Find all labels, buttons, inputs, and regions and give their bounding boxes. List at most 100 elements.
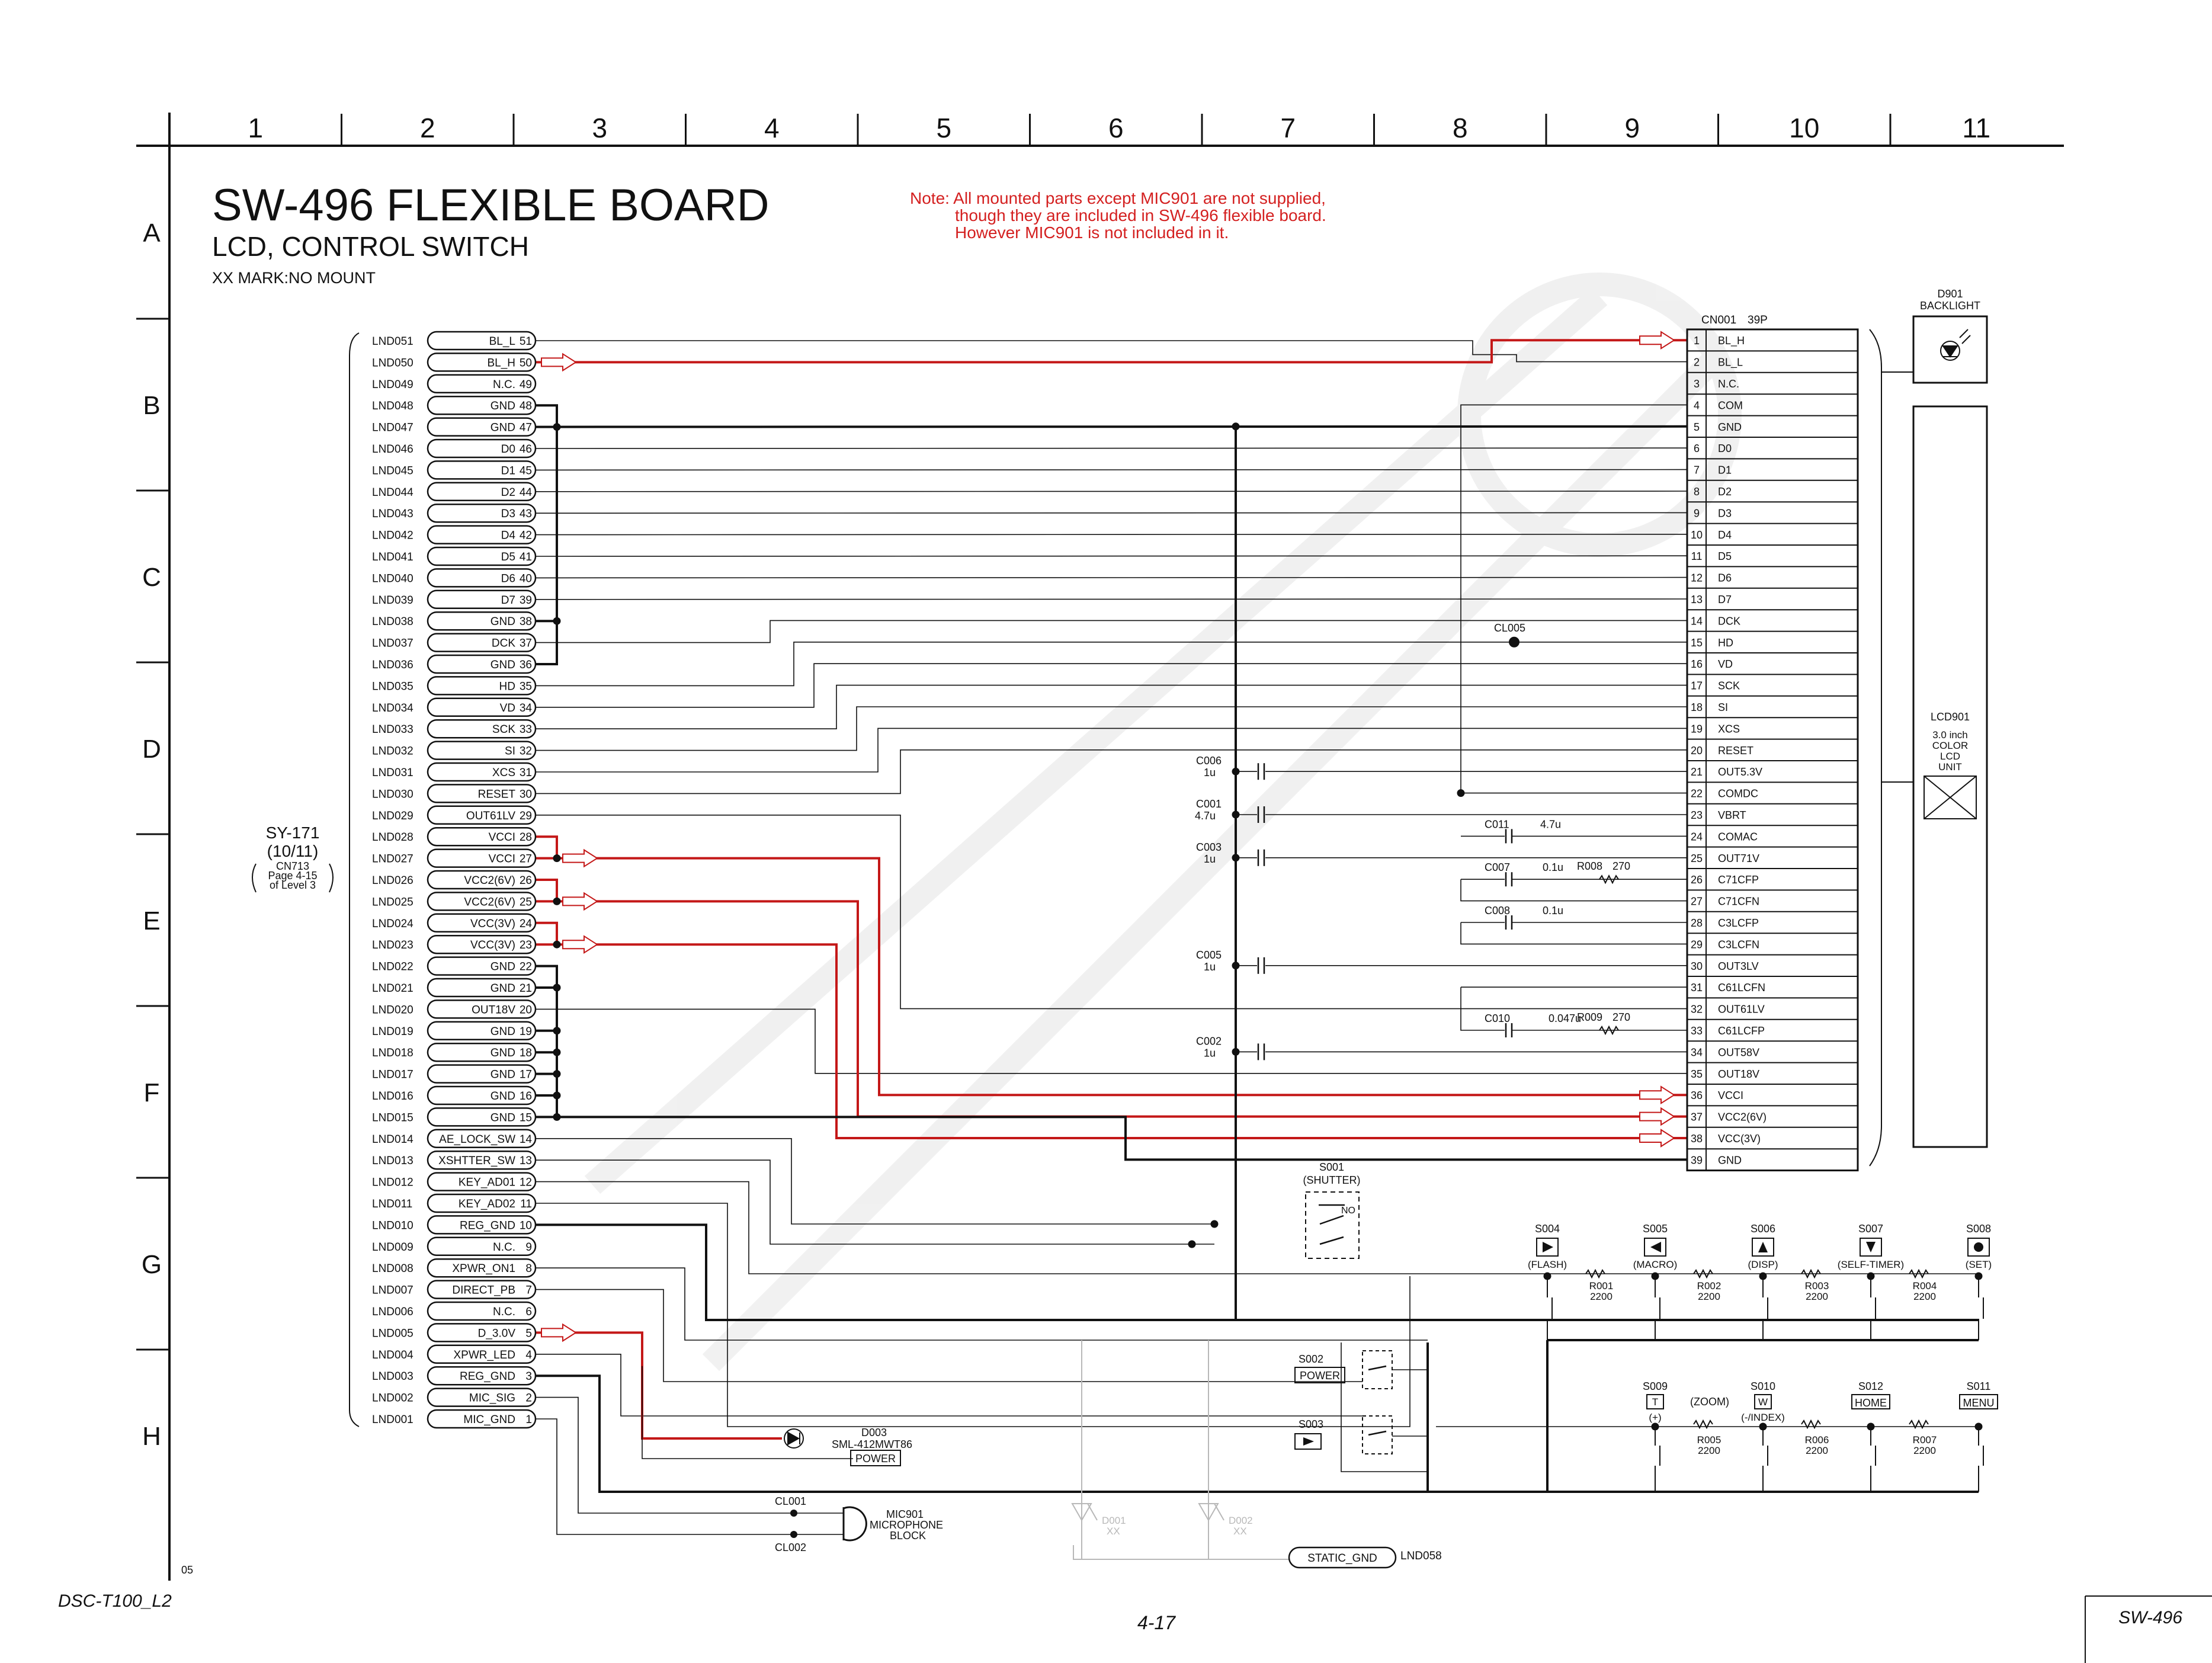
cn001-pin-label: COM xyxy=(1718,399,1743,411)
top-switch-ref: S004 xyxy=(1535,1223,1560,1235)
bottom-switch-key[interactable] xyxy=(1851,1394,1890,1409)
lnd-label: LND049 xyxy=(372,379,413,391)
wire xyxy=(642,1366,853,1459)
cn001-pin-label: VCC(3V) xyxy=(1718,1133,1761,1145)
resistor-icon xyxy=(1693,1419,1713,1430)
pin-signal-label: REG_GND xyxy=(460,1370,515,1383)
pin-number: 43 xyxy=(520,508,532,520)
pin-box xyxy=(427,913,537,933)
top-switch-name: (SET) xyxy=(1966,1259,1992,1270)
lcd-crossbox-icon xyxy=(1924,776,1977,819)
backlight-d901: D901 BACKLIGHT xyxy=(1912,288,1988,384)
pin-box xyxy=(427,331,537,351)
cn001-pin-label: C61LCFP xyxy=(1718,1025,1765,1037)
top-switch-key[interactable] xyxy=(1752,1238,1774,1257)
switch-name: POWER xyxy=(1300,1370,1340,1382)
capacitor-ref: C007 xyxy=(1485,861,1510,873)
pin-signal-label: KEY_AD02 xyxy=(459,1198,515,1210)
grid-row-D: D xyxy=(142,735,161,764)
lcd-unit-lcd901: LCD901 3.0 inch COLOR LCD UNIT xyxy=(1869,329,1988,1167)
wire xyxy=(536,815,1687,1010)
pin-box xyxy=(427,1215,537,1235)
pin-number: 46 xyxy=(520,443,532,456)
grid-row-E: E xyxy=(143,906,160,935)
cn001-pin-number: 16 xyxy=(1691,658,1703,670)
top-switch-key[interactable] xyxy=(1967,1238,1990,1257)
pin-signal-label: GND xyxy=(491,1026,515,1038)
grid-col-9: 9 xyxy=(1624,113,1640,143)
top-switch-key[interactable] xyxy=(1644,1238,1666,1257)
cn001-pin-number: 35 xyxy=(1691,1068,1703,1080)
play-switch-s003[interactable] xyxy=(1362,1415,1393,1454)
cn001-pin-label: D3 xyxy=(1718,507,1732,519)
resistor-icon xyxy=(1599,874,1619,885)
tact-switch-icon xyxy=(1870,1276,1876,1340)
lcd901-line-2: COLOR xyxy=(1932,740,1968,751)
wire xyxy=(536,1331,782,1440)
led-part: SML-412MWT86 xyxy=(832,1438,912,1450)
junction-dot xyxy=(553,1091,561,1100)
lnd-label: LND036 xyxy=(372,659,413,671)
top-switch-key[interactable] xyxy=(1860,1238,1882,1257)
no-mount-note: XX MARK:NO MOUNT xyxy=(212,269,376,287)
bottom-switch-label: HOME xyxy=(1855,1397,1887,1409)
wire xyxy=(536,1138,1214,1225)
lcd901-ref: LCD901 xyxy=(1931,711,1970,723)
lnd-label: LND006 xyxy=(372,1306,413,1318)
capacitor-value: 1u xyxy=(1204,853,1216,865)
cl002-label: CL002 xyxy=(775,1542,806,1553)
pin-box xyxy=(427,978,537,998)
cn001-pin-label: VD xyxy=(1718,658,1733,670)
top-switch-key[interactable] xyxy=(1536,1238,1559,1257)
bottom-switch-key[interactable] xyxy=(1959,1394,1998,1409)
lnd-label: LND017 xyxy=(372,1069,413,1081)
bottom-switch-name: (+) xyxy=(1649,1412,1661,1423)
mic-line-2: BLOCK xyxy=(890,1530,926,1542)
cn001-pin-label: COMAC xyxy=(1718,831,1758,842)
wire xyxy=(535,533,1688,536)
lnd-label: LND047 xyxy=(372,422,413,434)
pin-signal-label: VCCI xyxy=(489,853,515,866)
no-mount-diode-mark: XX xyxy=(1107,1526,1120,1537)
pin-box xyxy=(427,1236,537,1257)
pin-signal-label: SI xyxy=(505,745,515,758)
bottom-switch-ref: S010 xyxy=(1751,1380,1775,1392)
pin-signal-label: VCC2(6V) xyxy=(464,874,515,887)
cn001-pin-label: C71CFN xyxy=(1718,896,1759,908)
pin-box xyxy=(427,826,537,847)
cn001-pin-number: 33 xyxy=(1691,1025,1703,1037)
test-point-icon xyxy=(1509,636,1519,648)
cn001-pin-number: 1 xyxy=(1694,335,1700,347)
resistor-icon xyxy=(1909,1268,1929,1279)
grid-col-11: 11 xyxy=(1962,113,1990,143)
pin-box xyxy=(427,762,537,782)
resistor-icon xyxy=(1599,1025,1619,1036)
pin-number: 40 xyxy=(520,572,532,585)
tact-switch-icon xyxy=(1547,1276,1553,1340)
lcd901-line-4: UNIT xyxy=(1938,761,1962,773)
lnd-label: LND007 xyxy=(372,1284,413,1297)
pin-number: 20 xyxy=(520,1004,532,1016)
shutter-switch-s001[interactable] xyxy=(1305,1191,1360,1259)
pin-signal-label: DIRECT_PB xyxy=(452,1284,515,1297)
lnd-label: LND018 xyxy=(372,1047,413,1059)
cn001-pin-label: C71CFP xyxy=(1718,874,1759,886)
resistor-ref: R006 xyxy=(1805,1434,1829,1446)
cn001-pin-number: 28 xyxy=(1691,917,1703,929)
lnd-label: LND051 xyxy=(372,335,413,348)
junction-dot xyxy=(1457,789,1465,797)
pin-signal-label: VCC(3V) xyxy=(470,918,515,930)
static-gnd-pad xyxy=(1288,1546,1397,1569)
bottom-switch-key[interactable] xyxy=(1754,1394,1772,1409)
capacitor-value: 1u xyxy=(1204,1047,1216,1059)
grid-col-1: 1 xyxy=(248,113,263,143)
power-switch-s002[interactable] xyxy=(1362,1350,1393,1389)
tact-switch-icon xyxy=(1978,1427,1984,1492)
bottom-switch-key[interactable] xyxy=(1646,1394,1664,1409)
bottom-switch-label: MENU xyxy=(1963,1397,1995,1409)
lnd-label: LND043 xyxy=(372,508,413,520)
lnd-label: LND027 xyxy=(372,853,413,866)
lnd-label: LND050 xyxy=(372,357,413,369)
